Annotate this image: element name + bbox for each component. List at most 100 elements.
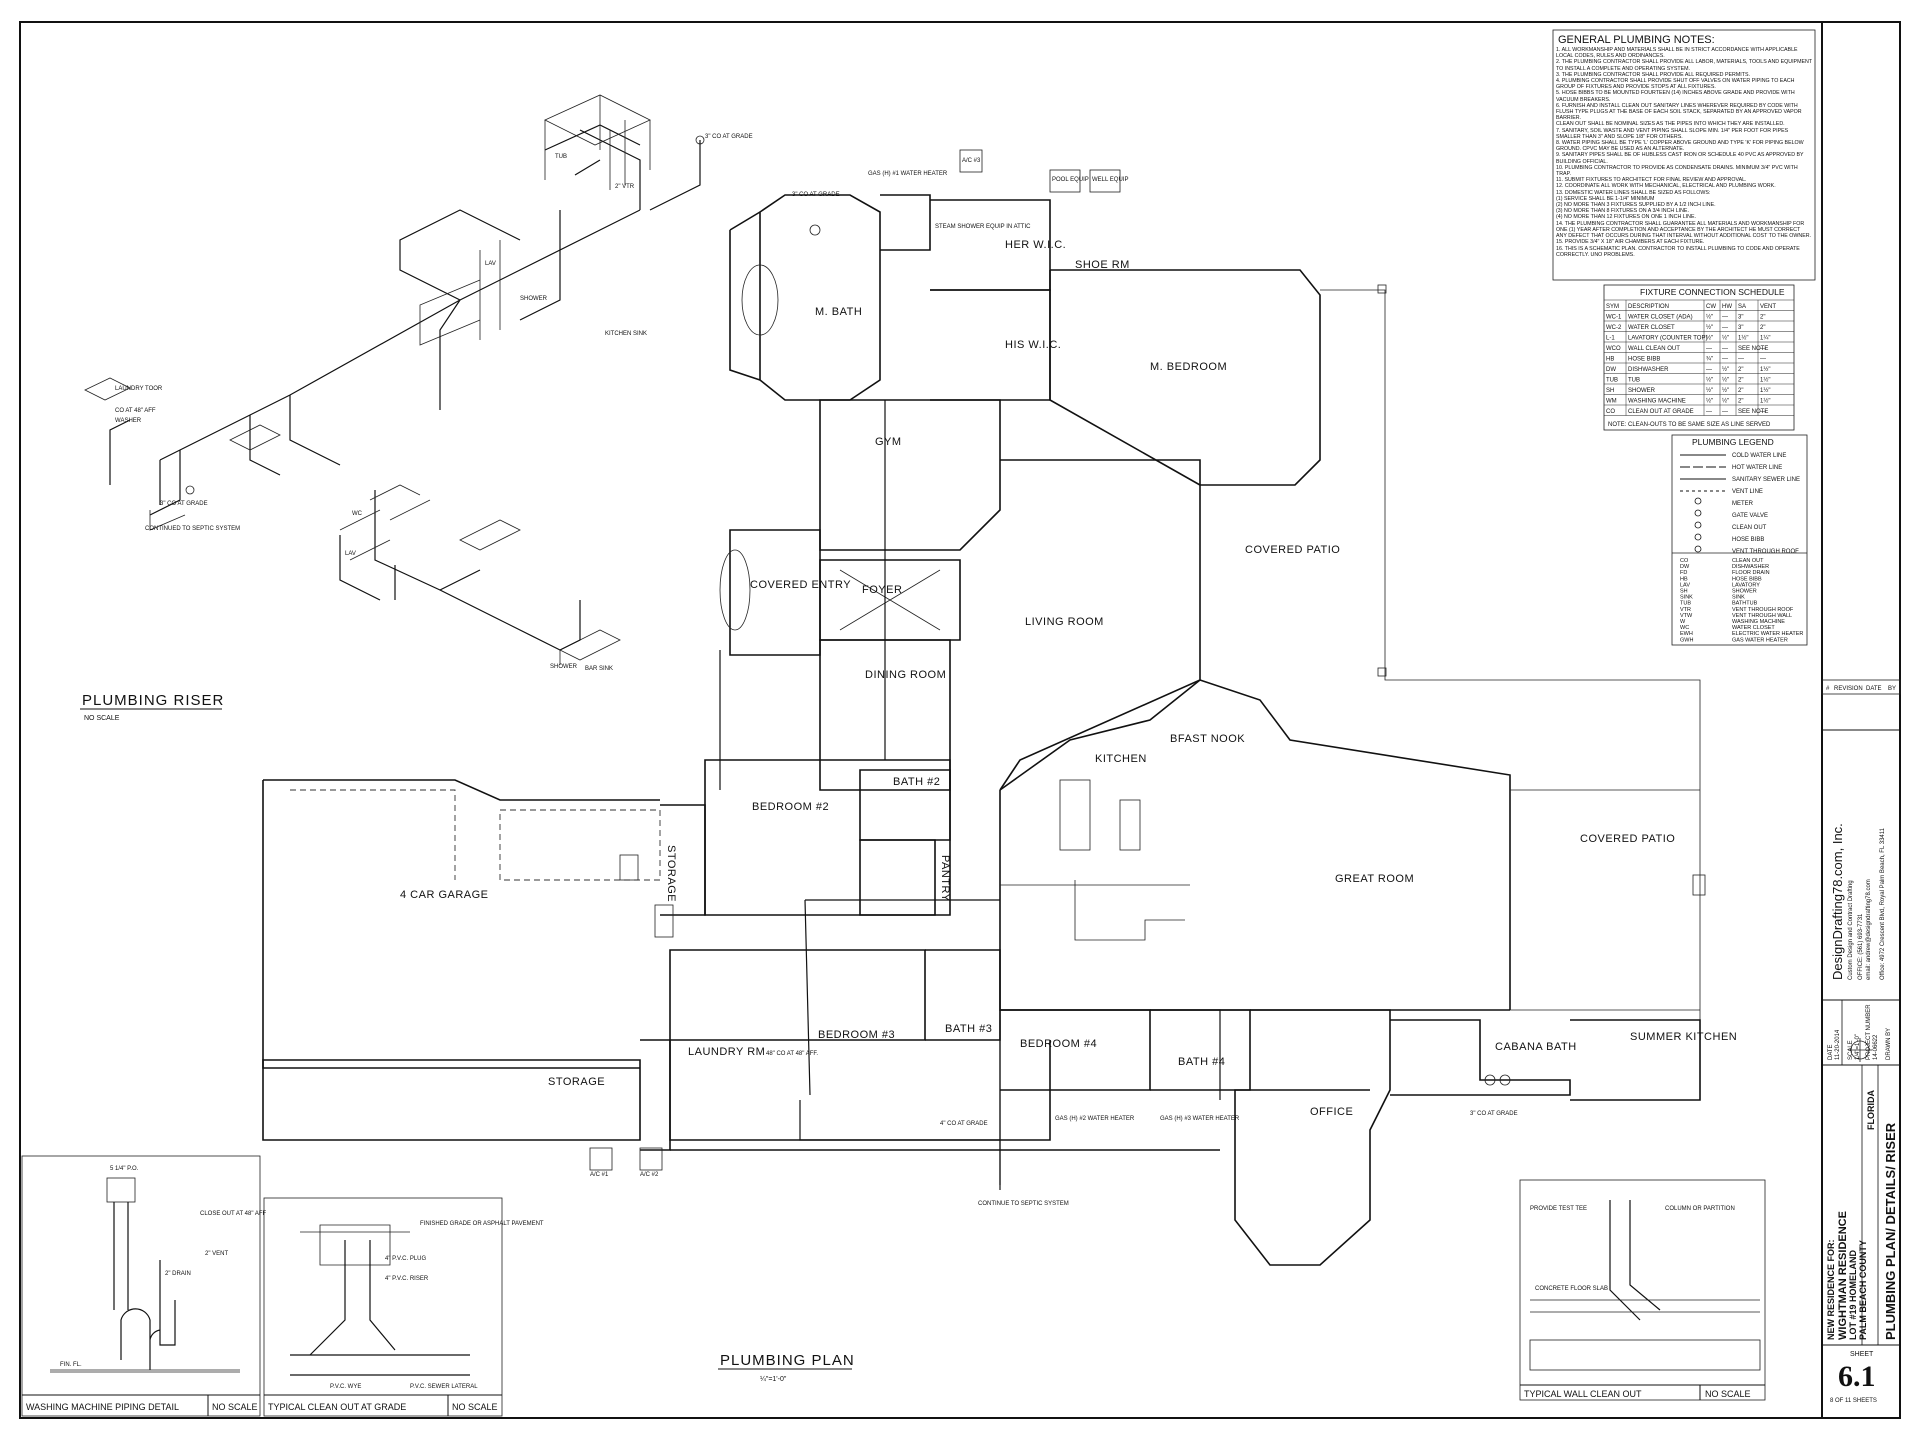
room-label: M. BATH [815, 306, 862, 318]
schedule-cell: WALL CLEAN OUT [1628, 346, 1680, 352]
schedule-cell: L-1 [1606, 336, 1615, 342]
legend-symbol-icon [1694, 545, 1702, 553]
company-office: OFFICE: (561) 693-7731 [1858, 913, 1864, 980]
note-item: 15. PROVIDE 3/4" X 18" AIR CHAMBERS AT E… [1556, 239, 1705, 246]
legend-abbr: SINK [1680, 595, 1693, 601]
company-name: DesignDrafting78.com, Inc. [1830, 823, 1845, 980]
date-value: 11-20-2014 [1835, 1029, 1841, 1060]
room-label: FOYER [862, 584, 902, 596]
room-label: COVERED ENTRY [750, 579, 851, 591]
revision-header: DATE [1866, 686, 1882, 692]
revision-header: # [1826, 686, 1830, 692]
riser-label: SHOWER [520, 296, 548, 302]
schedule-cell: 3" [1738, 315, 1743, 321]
sheet-of: 8 OF 11 SHEETS [1830, 1398, 1877, 1404]
riser-label: LAV [485, 261, 496, 267]
detail-title: TYPICAL WALL CLEAN OUT [1524, 1389, 1642, 1399]
schedule-cell: 1½" [1760, 387, 1770, 394]
detail-label: 4" P.V.C. RISER [385, 1276, 429, 1282]
schedule-cell: 2" [1760, 315, 1765, 321]
legend-abbr: HB [1680, 576, 1688, 582]
schedule-header: SA [1738, 304, 1746, 310]
schedule-cell: — [1722, 325, 1728, 331]
detail-label: 2" VENT [205, 1251, 228, 1257]
detail-title: TYPICAL CLEAN OUT AT GRADE [268, 1402, 406, 1412]
schedule-cell: 2" [1760, 325, 1765, 331]
room-label: HIS W.I.C. [1005, 339, 1061, 351]
detail-label: FIN. FL. [60, 1362, 82, 1368]
callout: 3" CO AT GRADE [792, 192, 840, 198]
schedule-cell: SH [1606, 388, 1614, 394]
revision-header: BY [1888, 686, 1896, 692]
room-label: BEDROOM #2 [752, 801, 829, 813]
riser-label: LAV [345, 551, 356, 557]
callout: A/C #3 [962, 158, 981, 164]
room-label: OFFICE [1310, 1106, 1353, 1118]
callout: A/C #2 [640, 1172, 659, 1178]
note-item: (2) NO MORE THAN 3 FIXTURES SUPPLIED BY … [1556, 202, 1716, 209]
note-item: 12. COORDINATE ALL WORK WITH MECHANICAL,… [1556, 183, 1776, 190]
callout: A/C #1 [590, 1172, 609, 1178]
schedule-cell: — [1722, 357, 1728, 363]
room-label: 4 CAR GARAGE [400, 889, 489, 901]
legend-abbr: EWH [1680, 631, 1693, 637]
plan-scale: ¼"=1'-0" [760, 1376, 787, 1383]
state-info: FLORIDA [1866, 1090, 1876, 1130]
room-label: HER W.I.C. [1005, 239, 1066, 251]
schedule-cell: 3" [1738, 325, 1743, 331]
riser-label: TUB [555, 154, 567, 160]
room-label: M. BEDROOM [1150, 361, 1227, 373]
schedule-cell: 2" [1738, 388, 1743, 394]
legend-abbr-meaning: VENT THROUGH ROOF [1732, 607, 1794, 613]
legend-label: VENT LINE [1732, 489, 1763, 495]
callout: GAS (H) #3 WATER HEATER [1160, 1116, 1240, 1122]
note-item: (1) SERVICE SHALL BE 1-1/4" MINIMUM [1556, 195, 1655, 202]
note-item: 13. DOMESTIC WATER LINES SHALL BE SIZED … [1556, 189, 1711, 196]
schedule-cell: DISHWASHER [1628, 367, 1669, 373]
schedule-cell: — [1738, 357, 1744, 363]
note-item: 2. THE PLUMBING CONTRACTOR SHALL PROVIDE… [1556, 59, 1812, 72]
scale-value: 1/4"=1'-0" [1855, 1034, 1861, 1060]
schedule-cell: WM [1606, 399, 1617, 405]
legend-symbol-icon [1694, 497, 1702, 505]
riser-subtitle: NO SCALE [84, 715, 120, 722]
legend-abbr: WC [1680, 625, 1689, 631]
schedule-cell: ½" [1722, 366, 1729, 373]
detail-label: P.V.C. SEWER LATERAL [410, 1384, 478, 1390]
room-label: COVERED PATIO [1245, 544, 1340, 556]
legend-label: COLD WATER LINE [1732, 453, 1786, 459]
title-block: DesignDrafting78.com, Inc. Custom Design… [1822, 823, 1900, 1404]
riser-label: 2" VTR [615, 184, 635, 190]
schedule-cell: 1½" [1760, 366, 1770, 373]
schedule-cell: LAVATORY (COUNTER TOP) [1628, 336, 1707, 342]
detail-scale: NO SCALE [452, 1402, 498, 1412]
schedule-header: CW [1706, 304, 1716, 310]
county-info: PALM BEACH COUNTY [1858, 1240, 1868, 1340]
callout: 3" CO AT GRADE [1470, 1111, 1518, 1117]
washing-machine-detail: 5 1/4" P.O. CLOSE OUT AT 48" AFF 2" DRAI… [21, 1155, 266, 1417]
company-email: email: andrew@designdrafting78.com [1866, 879, 1872, 980]
room-label: STORAGE [665, 845, 677, 902]
schedule-header: SYM [1606, 304, 1619, 310]
schedule-cell: ½" [1706, 387, 1713, 394]
schedule-cell: SEE NOTE [1738, 346, 1768, 352]
note-item: CLEAN OUT SHALL BE NOMINAL SIZES AS THE … [1556, 121, 1785, 128]
room-label: LIVING ROOM [1025, 616, 1104, 628]
schedule-cell: — [1722, 315, 1728, 321]
room-label: BFAST NOOK [1170, 733, 1245, 745]
legend-abbr-meaning: WASHING MACHINE [1732, 619, 1785, 625]
riser-label: BAR SINK [585, 666, 613, 672]
room-label: CABANA BATH [1495, 1041, 1577, 1053]
note-item: 9. SANITARY PIPES SHALL BE OF HUBLESS CA… [1556, 152, 1804, 165]
schedule-cell: ½" [1722, 398, 1729, 405]
detail-label: PROVIDE TEST TEE [1530, 1206, 1587, 1212]
room-label: BATH #4 [1178, 1056, 1225, 1068]
schedule-cell: 2" [1738, 367, 1743, 373]
schedule-cell: DW [1606, 367, 1616, 373]
schedule-cell: ½" [1706, 377, 1713, 384]
legend-abbr-meaning: WATER CLOSET [1732, 625, 1775, 631]
detail-label: P.V.C. WYE [330, 1384, 361, 1390]
room-label: GREAT ROOM [1335, 873, 1414, 885]
